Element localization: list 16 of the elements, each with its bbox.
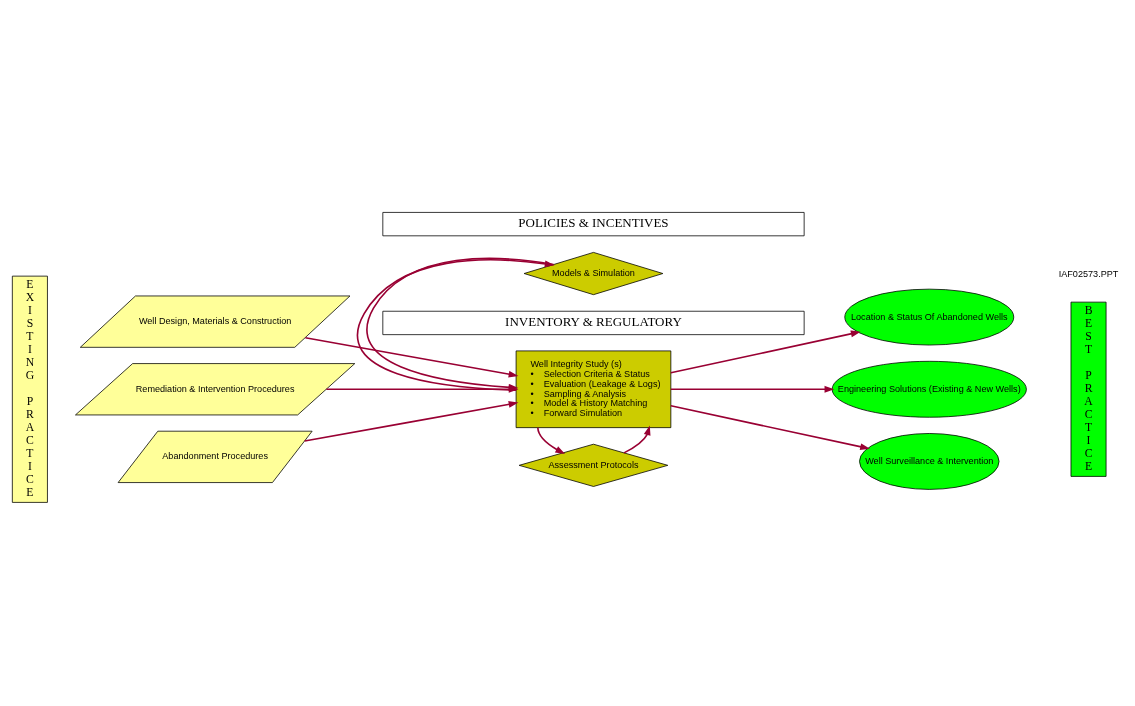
arrow <box>303 400 519 442</box>
node-box: EXISTING PRACTICE <box>11 275 48 503</box>
arrow <box>304 336 519 378</box>
node-box: BEST PRACTICE <box>1070 301 1107 477</box>
arrow <box>670 404 870 450</box>
label: IAF02573.PPT <box>1058 268 1119 279</box>
node-ellipse: Location & Status Of Abandoned Wells <box>844 288 1015 345</box>
node-ellipse: Engineering Solutions (Existing & New Wells) <box>831 360 1027 418</box>
node-diamond: Models & Simulation <box>523 251 664 295</box>
node-box: POLICIES & INCENTIVES <box>382 211 805 236</box>
arrow <box>537 426 566 454</box>
node-box: Well Integrity Study (s) • Selection Criteria & Status • Evaluation (Leakage & Logs) • Sampling & Analysis • Model & History Matching • Forward Simulation <box>515 350 672 428</box>
node-box: INVENTORY & REGULATORY <box>382 310 805 335</box>
arrow <box>670 385 835 393</box>
arrow <box>670 329 861 373</box>
arrow <box>623 424 651 454</box>
